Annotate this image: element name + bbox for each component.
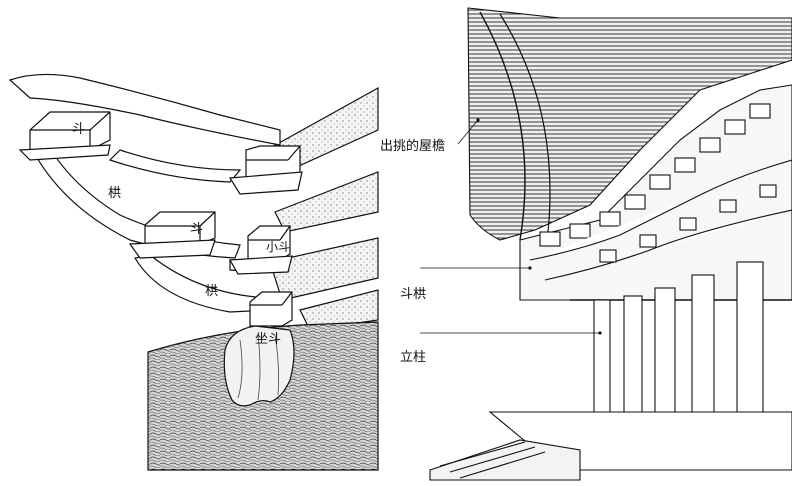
dougong-cluster <box>519 84 792 301</box>
label-gong-upper: 栱 <box>108 186 121 201</box>
callout-eaves: 出挑的屋檐 <box>380 118 480 154</box>
callouts: 出挑的屋檐 斗栱 立柱 <box>380 118 602 365</box>
dou-block-top <box>18 111 111 161</box>
roof-eaves <box>467 7 792 241</box>
dou-block-right-top <box>228 145 303 195</box>
label-gong-lower: 栱 <box>205 284 218 299</box>
platform <box>429 411 792 481</box>
callout-dougong-text: 斗栱 <box>400 287 426 302</box>
callout-column: 立柱 <box>400 331 602 365</box>
label-zuo-dou: 坐斗 <box>255 332 281 347</box>
bracket-labels: 斗 栱 斗 小斗 栱 坐斗 <box>72 122 290 347</box>
label-dou-middle: 斗 <box>190 222 203 237</box>
zuo-dou-block <box>249 291 293 327</box>
gong-connect <box>108 149 242 183</box>
callout-column-text: 立柱 <box>400 350 426 365</box>
bracket-detail <box>8 73 379 471</box>
callout-eaves-text: 出挑的屋檐 <box>380 138 445 154</box>
steps <box>429 439 581 481</box>
label-xiao-dou: 小斗 <box>266 240 290 254</box>
dou-block-middle <box>128 211 216 259</box>
label-dou-top: 斗 <box>72 122 85 137</box>
beam-middle <box>274 171 379 233</box>
building-elevation <box>429 7 792 481</box>
callout-dougong: 斗栱 <box>400 266 532 302</box>
xiao-dou-block <box>229 225 293 275</box>
beam-bottom <box>299 289 379 331</box>
upper-arm <box>8 73 281 146</box>
beam-lower <box>269 237 379 301</box>
